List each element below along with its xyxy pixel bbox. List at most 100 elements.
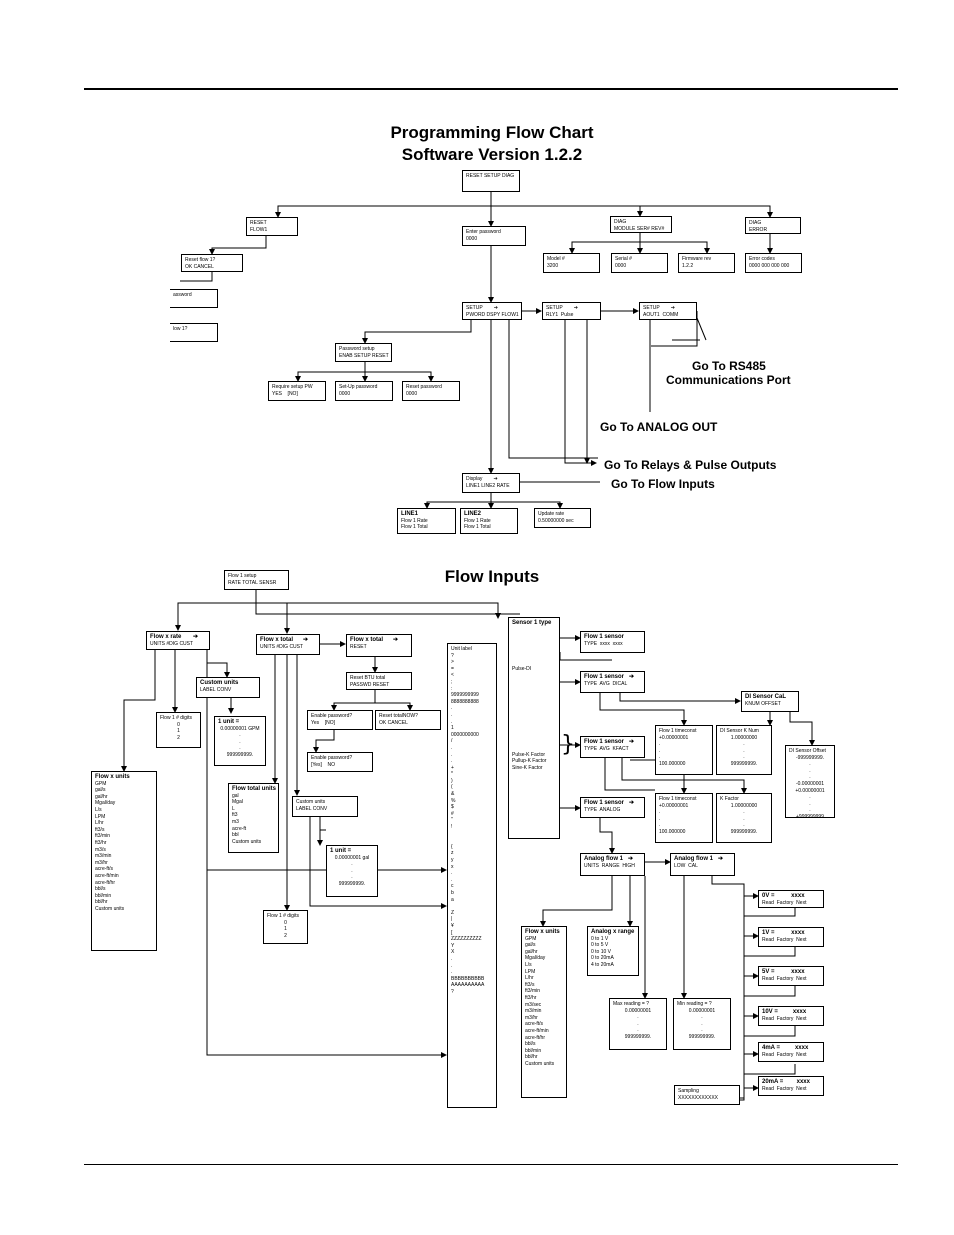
box-line	[512, 706, 556, 713]
box-line: .	[659, 815, 661, 822]
box-line: Require setup PW	[272, 384, 313, 390]
box-line: TYPE ANALOG	[584, 806, 621, 813]
box-line: Analog flow 1 ➔	[584, 856, 634, 862]
box-enable-pw-b: Enable password?[Yes] NO	[307, 752, 373, 772]
box-line: .	[809, 774, 811, 781]
box-line: UNITS #DIG CUST	[150, 640, 194, 647]
box-line: 2	[177, 734, 180, 741]
box-line: acre-ft/min	[525, 1027, 549, 1034]
box-line: m3/min	[525, 1008, 542, 1015]
box-line: Flow 1 Total	[401, 524, 428, 531]
box-line: 1 unit =	[330, 848, 352, 854]
box-flow-sensor-d: Flow 1 sensor ➔TYPE ANALOG	[580, 797, 645, 818]
box-line	[512, 805, 556, 812]
box-line	[512, 712, 556, 719]
box-line: acre-ft/hr	[525, 1034, 546, 1041]
box-line: 999999999.	[624, 1033, 652, 1040]
box-line: .	[659, 754, 661, 761]
box-line: .	[451, 876, 453, 883]
box-line: *	[451, 771, 453, 778]
box-line: Reset flow 1?	[185, 257, 216, 263]
box-line: bbl/min	[525, 1047, 542, 1054]
box-line: b	[451, 889, 454, 896]
box-setup-pword: SETUP ➔PWORD DSPY FLOW1	[462, 302, 522, 320]
box-analog-flow-a: Analog flow 1 ➔UNITS RANGE HIGH	[580, 853, 645, 876]
box-line: acre-ft/min	[95, 872, 119, 879]
box-line: Flow 1 timeconst	[659, 796, 697, 802]
box-line: 1V = xxxx	[762, 930, 805, 936]
box-line: 0 to 20mA	[591, 955, 614, 962]
box-line: .	[451, 969, 453, 976]
box-line: Flow x units	[95, 774, 130, 780]
box-line: Reset totalNOW?	[379, 713, 418, 719]
goto-analog-out: Go To ANALOG OUT	[600, 420, 718, 434]
goto-relays: Go To Relays & Pulse Outputs	[604, 458, 777, 472]
box-line: Y	[451, 942, 455, 949]
box-line: 0.00000001 gal	[334, 854, 370, 861]
box-line: m3/min	[95, 853, 112, 860]
box-line: ft3/min	[525, 988, 541, 995]
box-line: RESET	[350, 643, 367, 650]
box-line: 0000	[406, 390, 418, 397]
box-line: Flow 1 sensor ➔	[584, 800, 635, 806]
box-line: TYPE xxxx xxxx	[584, 640, 623, 647]
box-line: Pulse-DI	[512, 666, 532, 673]
box-line: PWORD DSPY FLOW1	[466, 311, 519, 318]
box-line	[512, 798, 556, 805]
box-line: [	[451, 929, 453, 936]
box-line: 0.00000001	[688, 1007, 716, 1014]
box-line: 8888888888	[451, 698, 479, 705]
box-enable-pw-a: Enable password?Yes [NO]	[307, 710, 373, 730]
box-line: Z	[451, 909, 455, 916]
box-line	[512, 726, 556, 733]
box-one-unit-gal: 1 unit =0.00000001 gal...999999999.	[326, 845, 378, 897]
box-line: Enable password?	[311, 755, 353, 761]
box-line: Flow 1 Rate	[401, 517, 428, 524]
box-line: Flow total units	[232, 786, 276, 792]
box-line: gal/hr	[525, 948, 538, 955]
box-line: Sampling	[678, 1088, 699, 1094]
box-line: 10V = xxxx	[762, 1009, 807, 1015]
box-line: .	[809, 767, 811, 774]
box-line	[512, 831, 556, 838]
box-line: LPM	[525, 968, 536, 975]
box-assword: assword	[170, 289, 218, 308]
box-line: 0	[284, 919, 287, 926]
box-line: DI Sensor Offset	[789, 748, 826, 754]
box-line: .	[451, 718, 453, 725]
box-line: !	[451, 824, 453, 831]
box-line: )	[451, 777, 453, 784]
box-model: Model #3200	[543, 253, 600, 273]
box-line: .	[239, 745, 241, 752]
box-line: Enable password?	[311, 713, 353, 719]
box-line: AOUT1 COMM	[643, 311, 679, 318]
box-line: .	[809, 800, 811, 807]
box-line: /	[451, 738, 453, 745]
box-line: YES [NO]	[272, 390, 298, 397]
box-line: Read Factory Next	[762, 1051, 807, 1058]
box-line: +0.00000001	[659, 802, 689, 809]
box-line: 0V = xxxx	[762, 893, 805, 899]
box-reset-flow-q: Reset flow 1?OK CANCEL	[181, 254, 243, 272]
box-line: Flow x rate ➔	[150, 634, 199, 640]
box-line: Custom units	[525, 1060, 555, 1067]
box-line: .	[451, 744, 453, 751]
box-line: LINE1	[401, 511, 419, 517]
box-line: 4 to 20mA	[591, 961, 614, 968]
box-line: DIAG	[749, 220, 762, 226]
box-line: 0000 000 000 000	[749, 262, 790, 269]
goto-flow-inputs: Go To Flow Inputs	[611, 477, 715, 491]
bottom-rule	[84, 1164, 898, 1165]
box-line: +999999999	[796, 813, 824, 818]
box-line: .	[451, 955, 453, 962]
